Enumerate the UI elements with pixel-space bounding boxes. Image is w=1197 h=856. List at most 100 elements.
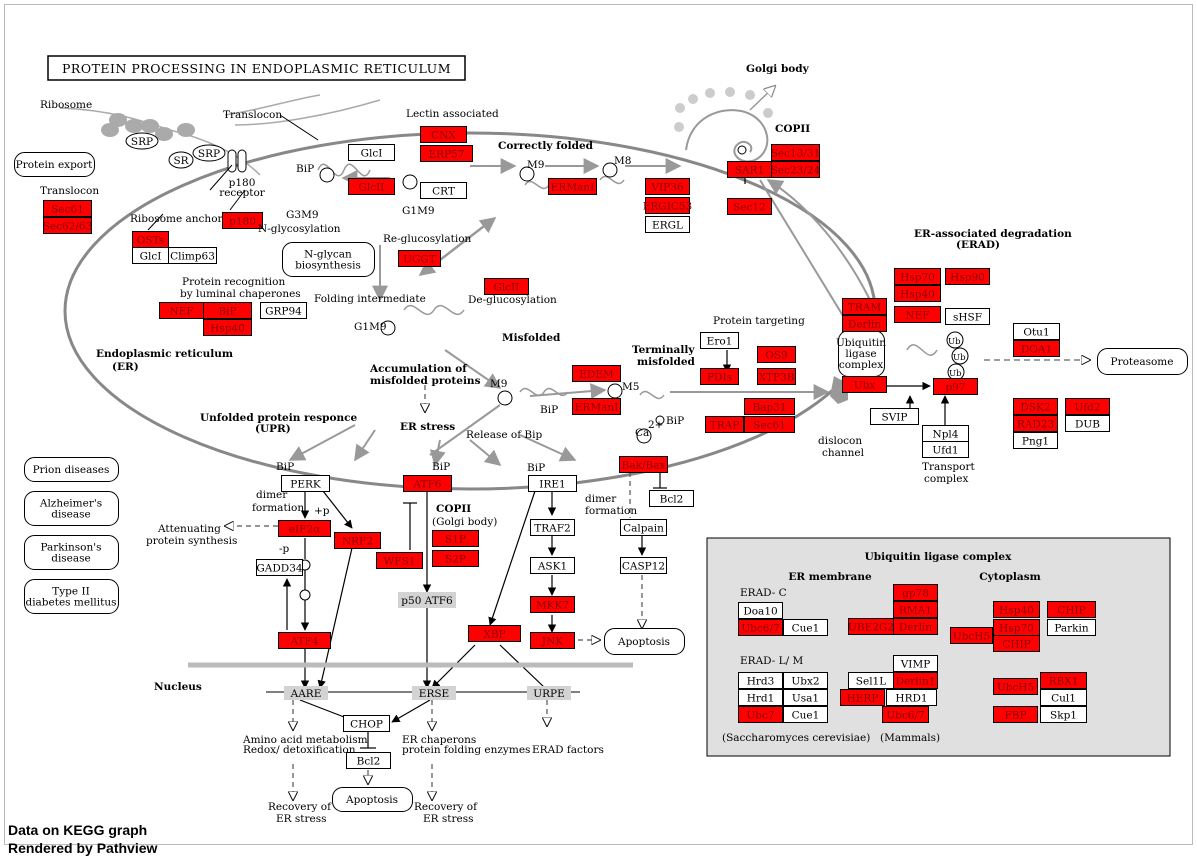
gene-node[interactable]: CHOP (343, 715, 390, 732)
gene-box[interactable] (260, 302, 307, 319)
gene-box[interactable] (738, 619, 783, 636)
gene-box[interactable] (893, 655, 938, 672)
gene-box[interactable] (43, 200, 92, 217)
gene-box[interactable] (1040, 706, 1087, 723)
gene-node[interactable]: UbcH5 (993, 678, 1038, 695)
gene-box[interactable] (432, 530, 479, 547)
gene-box[interactable] (738, 689, 783, 706)
gene-node[interactable]: Parkin (1047, 619, 1096, 636)
gene-node[interactable]: WFS1 (376, 552, 423, 569)
gene-box[interactable] (893, 672, 938, 689)
gene-node[interactable]: Derlin (842, 315, 887, 332)
gene-box[interactable] (870, 408, 919, 425)
gene-box[interactable] (886, 689, 937, 706)
gene-box[interactable] (993, 706, 1038, 723)
gene-node[interactable]: Otu1 (1013, 323, 1060, 340)
gene-node[interactable]: ATF4 (278, 632, 331, 649)
gene-box[interactable] (894, 268, 941, 285)
gene-box[interactable] (783, 672, 828, 689)
gene-node[interactable]: BiP (203, 302, 252, 319)
gene-node[interactable]: PDIs (700, 368, 739, 385)
gene-node[interactable]: Ero1 (700, 332, 739, 349)
gene-node[interactable]: Sec12 (727, 198, 772, 215)
pathway-link[interactable]: Proteasome (1097, 348, 1188, 375)
gene-box[interactable] (738, 602, 783, 619)
gene-node[interactable]: Ubc7 (738, 706, 783, 723)
gene-node[interactable]: GlcI (132, 247, 169, 264)
gene-node[interactable]: Sec61 (43, 200, 92, 217)
gene-box[interactable] (922, 441, 969, 458)
pathway-box[interactable] (332, 787, 413, 812)
pathway-box[interactable] (14, 152, 95, 177)
gene-box[interactable] (645, 178, 690, 195)
gene-box[interactable] (376, 552, 423, 569)
gene-node[interactable]: Usa1 (783, 689, 828, 706)
gene-node[interactable]: SVIP (870, 408, 919, 425)
gene-box[interactable] (1040, 672, 1087, 689)
gene-node[interactable]: Bcl2 (346, 752, 391, 769)
pathway-link[interactable]: Protein export (14, 152, 95, 177)
gene-box[interactable] (530, 632, 575, 649)
gene-node[interactable]: IRE1 (528, 475, 577, 492)
gene-node[interactable]: UGGT (398, 250, 441, 267)
pathway-box[interactable] (282, 242, 375, 277)
gene-node[interactable]: GlcI (348, 144, 395, 161)
gene-node[interactable]: Ubc6/7 (882, 706, 929, 723)
gene-box[interactable] (894, 306, 941, 323)
gene-box[interactable] (348, 178, 395, 195)
gene-node[interactable]: TRAP (705, 416, 744, 433)
gene-node[interactable]: S1P (432, 530, 479, 547)
gene-box[interactable] (649, 490, 694, 507)
pathway-link[interactable]: Prion diseases (24, 457, 119, 482)
gene-node[interactable]: Ufd2 (1065, 398, 1110, 415)
gene-box[interactable] (1013, 398, 1058, 415)
gene-node[interactable]: XBP (468, 625, 521, 642)
gene-box[interactable] (530, 596, 575, 613)
gene-node[interactable]: MKK7 (530, 596, 575, 613)
pathway-link[interactable]: Apoptosis (604, 628, 685, 655)
gene-node[interactable]: JNK (530, 632, 575, 649)
gene-node[interactable]: Climp63 (168, 247, 217, 264)
gene-node[interactable]: EDEM (572, 365, 621, 382)
gene-box[interactable] (43, 217, 92, 234)
gene-node[interactable]: Sec62/63 (43, 217, 93, 234)
gene-box[interactable] (620, 519, 667, 536)
gene-box[interactable] (893, 601, 938, 618)
gene-node[interactable]: ATF6 (403, 475, 452, 492)
gene-box[interactable] (1013, 415, 1058, 432)
gene-node[interactable]: UbcH5 (950, 627, 993, 644)
gene-box[interactable] (1065, 398, 1110, 415)
gene-box[interactable] (757, 346, 796, 363)
gene-node[interactable]: S2P (432, 550, 479, 567)
gene-box[interactable] (420, 145, 473, 162)
gene-box[interactable] (842, 298, 887, 315)
gene-node[interactable]: Bak/Bax (619, 456, 668, 473)
gene-node[interactable]: Bap31 (744, 398, 795, 415)
gene-node[interactable]: XTP3B (757, 368, 796, 385)
gene-box[interactable] (945, 268, 990, 285)
gene-node[interactable]: CNX (420, 126, 467, 143)
gene-node[interactable]: Sec13/31 (771, 144, 821, 161)
gene-node[interactable]: Hsp90 (945, 268, 990, 285)
gene-box[interactable] (705, 416, 744, 433)
gene-box[interactable] (933, 378, 978, 395)
gene-node[interactable]: Hrd3 (738, 672, 783, 689)
gene-node[interactable]: gp78 (893, 584, 938, 601)
gene-node[interactable]: NEF (894, 306, 941, 323)
gene-node[interactable]: ERGIC53 (643, 197, 693, 214)
gene-box[interactable] (744, 398, 795, 415)
gene-node[interactable]: NRF2 (334, 532, 381, 549)
gene-node[interactable]: p180 (222, 212, 263, 229)
gene-box[interactable] (700, 332, 739, 349)
gene-node[interactable]: TRAF2 (530, 519, 575, 536)
gene-box[interactable] (757, 368, 796, 385)
gene-box[interactable] (894, 285, 941, 302)
gene-box[interactable] (783, 689, 828, 706)
gene-node[interactable]: Skp1 (1040, 706, 1087, 723)
gene-node[interactable]: Hrd1 (738, 689, 783, 706)
gene-node[interactable]: Ufd1 (922, 441, 969, 458)
gene-box[interactable] (945, 308, 990, 325)
gene-box[interactable] (278, 520, 331, 537)
gene-node[interactable]: DSK2 (1013, 398, 1058, 415)
